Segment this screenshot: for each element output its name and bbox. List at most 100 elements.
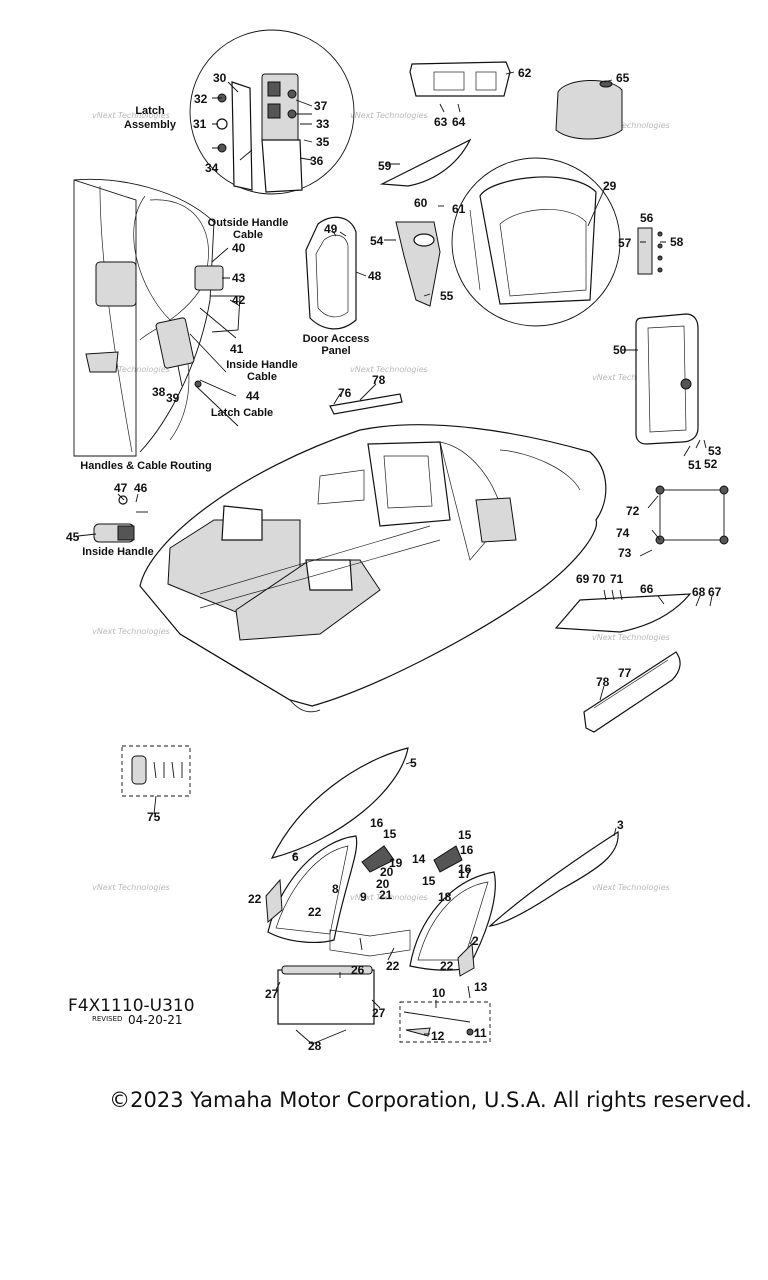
part-label: 22 xyxy=(308,905,322,919)
part-label: 27 xyxy=(372,1006,386,1020)
part-label: 15 xyxy=(383,827,397,841)
hinge-parts xyxy=(637,227,663,275)
outside-handle-cable-caption: Cable xyxy=(233,229,263,241)
watermark: vNext Technologies xyxy=(592,373,670,382)
part-label: 12 xyxy=(431,1029,445,1043)
latch-assembly-caption: Latch xyxy=(135,105,165,117)
part-label: 6 xyxy=(292,850,299,864)
bow-compartment-detail xyxy=(451,157,621,327)
part-label: 75 xyxy=(147,810,161,824)
watermark: vNext Technologies xyxy=(592,121,670,130)
watermark: vNext Technologies xyxy=(92,883,170,892)
part-label: 10 xyxy=(432,986,446,1000)
part-label: 39 xyxy=(166,391,180,405)
part-label: 38 xyxy=(152,385,166,399)
revised-label: REVISED xyxy=(92,1015,123,1023)
part-label: 52 xyxy=(704,457,718,471)
upper-trim-strip xyxy=(329,393,403,415)
part-label: 15 xyxy=(422,874,436,888)
windshield-seal-frame xyxy=(655,485,729,545)
latch-cable-caption: Latch Cable xyxy=(211,407,273,419)
inside-handle-caption: Inside Handle xyxy=(82,546,154,558)
watermark: vNext Technologies xyxy=(350,111,428,120)
part-label: 55 xyxy=(440,289,454,303)
part-label: 49 xyxy=(324,222,338,236)
kit-box xyxy=(121,745,191,797)
part-label: 56 xyxy=(640,211,654,225)
part-label: 67 xyxy=(708,585,722,599)
inside-handle-detail xyxy=(93,495,148,543)
part-label: 16 xyxy=(370,816,384,830)
inside-handle-cable-caption: Cable xyxy=(247,371,277,383)
part-label: 69 xyxy=(576,572,590,586)
part-label: 45 xyxy=(66,530,80,544)
part-label: 46 xyxy=(134,481,148,495)
part-label: 15 xyxy=(458,828,472,842)
part-label: 60 xyxy=(414,196,428,210)
latch-assembly-detail xyxy=(189,29,355,195)
part-label: 21 xyxy=(379,888,393,902)
part-label: 20 xyxy=(376,877,390,891)
part-labels: 2 3 5 6 8 9 10 11 12 13 14 15 16 17 18 1… xyxy=(66,66,722,1053)
part-label: 54 xyxy=(370,234,384,248)
part-label: 36 xyxy=(310,154,324,168)
watermark: vNext Technologies xyxy=(350,365,428,374)
inside-handle-cable-caption: Inside Handle xyxy=(226,359,298,371)
upper-right-parts xyxy=(379,61,623,307)
watermark: vNext Technologies xyxy=(92,111,170,120)
part-label: 62 xyxy=(518,66,532,80)
part-label: 37 xyxy=(314,99,328,113)
handles-cable-routing-detail xyxy=(73,178,241,457)
door-access-panel-caption: Door Access xyxy=(303,333,370,345)
part-label: 18 xyxy=(438,890,452,904)
part-label: 65 xyxy=(616,71,630,85)
part-label: 51 xyxy=(688,458,702,472)
part-label: 74 xyxy=(616,526,630,540)
part-label: 63 xyxy=(434,115,448,129)
outside-handle-cable-caption: Outside Handle xyxy=(208,217,289,229)
part-label: 64 xyxy=(452,115,466,129)
part-label: 35 xyxy=(316,135,330,149)
latch-assembly-caption: Assembly xyxy=(124,119,177,131)
watermark: vNext Technologies xyxy=(92,365,170,374)
watermark: vNext Technologies xyxy=(350,893,428,902)
part-label: 57 xyxy=(618,236,632,250)
part-label: 16 xyxy=(460,843,474,857)
part-label: 30 xyxy=(213,71,227,85)
part-label: 42 xyxy=(232,293,246,307)
part-label: 17 xyxy=(458,867,472,881)
diagram-code: F4X1110-U310 xyxy=(68,996,195,1016)
part-label: 73 xyxy=(618,546,632,560)
part-label: 22 xyxy=(386,959,400,973)
door-access-panel-caption: Panel xyxy=(321,345,350,357)
part-label: 20 xyxy=(380,865,394,879)
roller-shade xyxy=(277,965,375,1025)
part-label: 58 xyxy=(670,235,684,249)
part-label: 29 xyxy=(603,179,617,193)
part-label: 34 xyxy=(205,161,219,175)
part-label: 22 xyxy=(440,959,454,973)
part-label: 22 xyxy=(248,892,262,906)
part-label: 70 xyxy=(592,572,606,586)
part-label: 61 xyxy=(452,202,466,216)
part-label: 33 xyxy=(316,117,330,131)
part-label: 26 xyxy=(351,963,365,977)
part-label: 32 xyxy=(194,92,208,106)
door-access-panel xyxy=(305,216,357,330)
part-label: 66 xyxy=(640,582,654,596)
part-label: 14 xyxy=(412,852,426,866)
part-label: 50 xyxy=(613,343,627,357)
handles-cable-routing-caption: Handles & Cable Routing xyxy=(80,460,211,472)
watermark: vNext Technologies xyxy=(592,633,670,642)
part-label: 68 xyxy=(692,585,706,599)
part-label: 8 xyxy=(332,882,339,896)
part-label: 13 xyxy=(474,980,488,994)
part-label: 3 xyxy=(617,818,624,832)
revised-date: 04-20-21 xyxy=(128,1013,183,1027)
part-label: 2 xyxy=(472,934,479,948)
part-label: 76 xyxy=(338,386,352,400)
part-label: 27 xyxy=(265,987,279,1001)
leader-lines xyxy=(77,71,713,1045)
part-label: 53 xyxy=(708,444,722,458)
